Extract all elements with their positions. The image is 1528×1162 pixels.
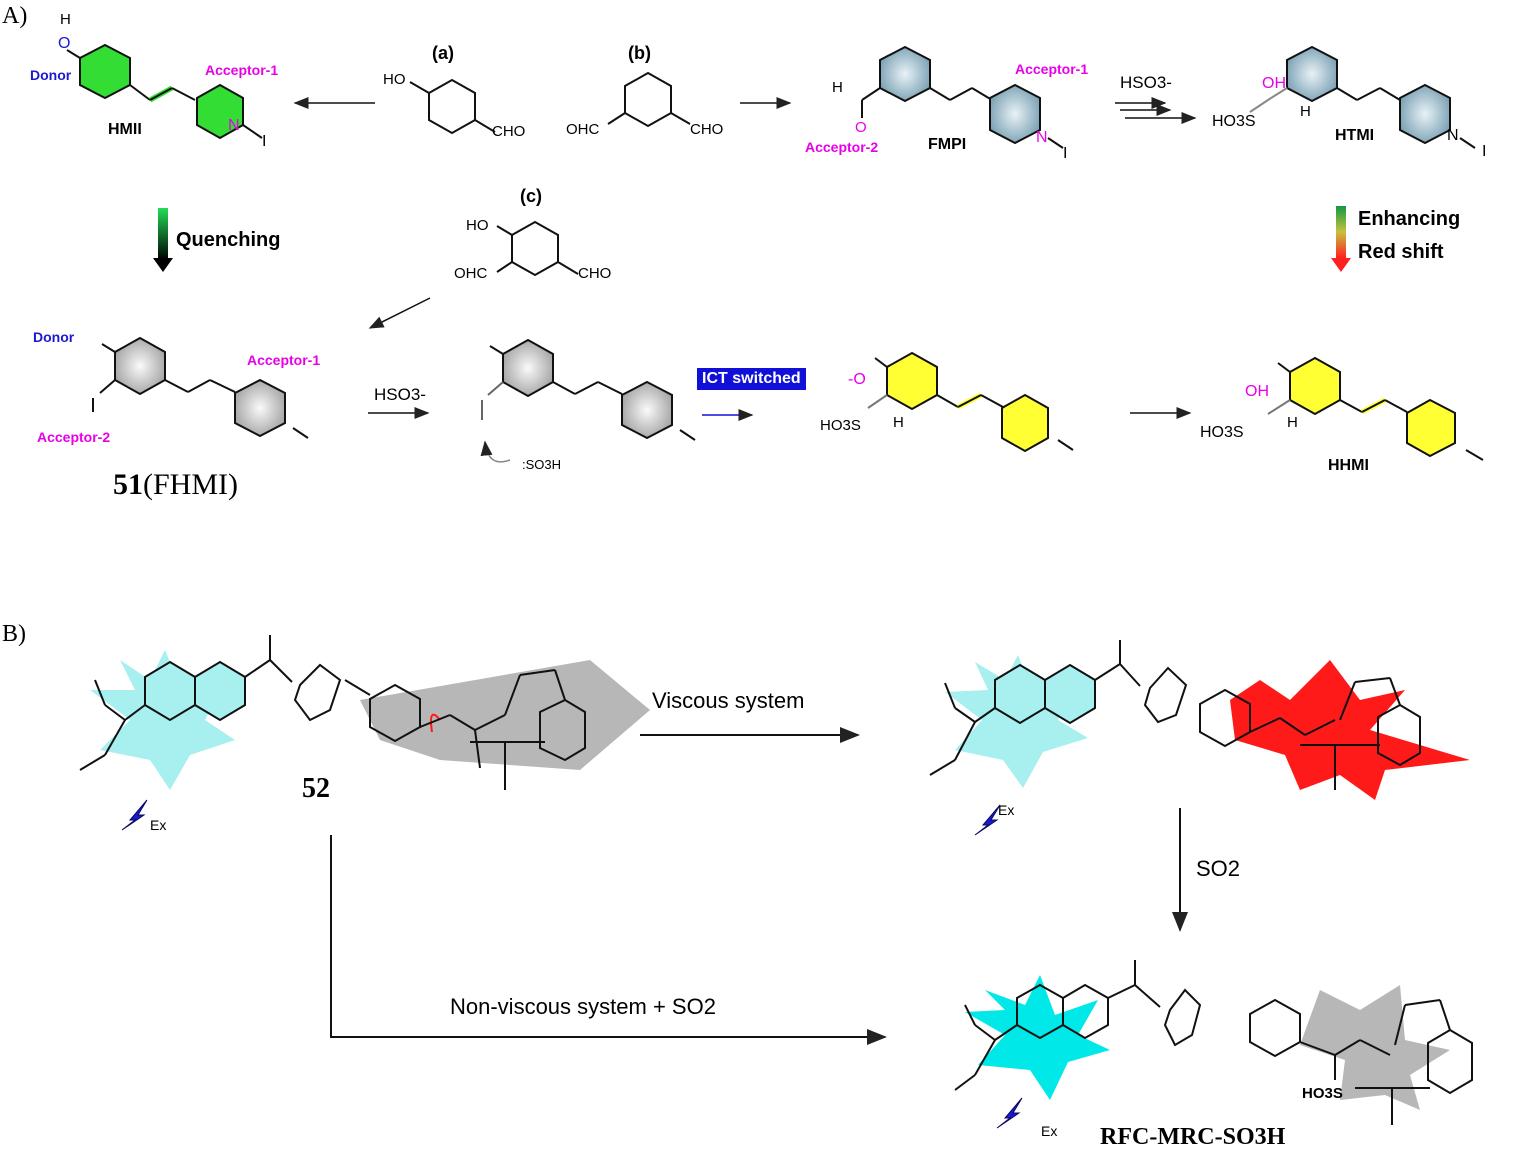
atom-h: H bbox=[1300, 103, 1311, 120]
quenching-label: Quenching bbox=[176, 229, 281, 251]
iodide: I bbox=[1482, 143, 1487, 160]
ict-switched-badge: ICT switched bbox=[697, 368, 806, 390]
arrow-nonviscous bbox=[330, 835, 887, 1045]
excitation-bolt-icon bbox=[996, 1097, 1023, 1129]
viscous-product-structure bbox=[929, 640, 1470, 800]
atom-n-plus: N bbox=[1447, 127, 1459, 144]
viscous-label: Viscous system bbox=[652, 688, 805, 713]
atom-o: O bbox=[58, 35, 71, 52]
nonviscous-label: Non-viscous system + SO2 bbox=[450, 994, 716, 1019]
arrow-c-to-fhmi bbox=[368, 297, 431, 329]
substituent: HO bbox=[466, 217, 489, 234]
compound-name-fmpi: FMPI bbox=[928, 136, 967, 153]
substituent: CHO bbox=[690, 121, 724, 138]
reagent-hso3: HSO3- bbox=[374, 385, 426, 404]
sulfonate-group: HO3S bbox=[1302, 1085, 1343, 1102]
compound-abbrev: (FHMI) bbox=[143, 468, 238, 501]
substituent: OHC bbox=[566, 121, 600, 138]
atom-h: H bbox=[893, 414, 904, 431]
atom-o: O bbox=[855, 119, 867, 136]
sulfonate-group: HO3S bbox=[1212, 113, 1256, 130]
atom-n-plus: N bbox=[1036, 129, 1048, 146]
substituent: CHO bbox=[492, 123, 526, 140]
compound-name-htmi: HTMI bbox=[1335, 127, 1375, 144]
compound-name-hhmi: HHMI bbox=[1328, 457, 1369, 474]
acceptor-2-label: Acceptor-2 bbox=[805, 139, 879, 155]
so2-label: SO2 bbox=[1196, 856, 1241, 881]
hhmi-structure bbox=[1267, 356, 1484, 461]
atom-oh: OH bbox=[1262, 75, 1286, 92]
sulfonate-group: HO3S bbox=[1200, 424, 1244, 441]
excitation-bolt-icon bbox=[974, 804, 1001, 836]
reagent-a-label: (a) bbox=[432, 43, 454, 63]
sulfonate-group: HO3S bbox=[820, 417, 861, 434]
atom-o-minus: -O bbox=[848, 371, 866, 388]
intermediate-structure bbox=[480, 338, 696, 463]
nucleophile-label: :SO3H bbox=[522, 457, 562, 472]
acceptor-1-label: Acceptor-1 bbox=[1015, 61, 1089, 77]
reagent-a-structure bbox=[409, 78, 496, 135]
atom-h: H bbox=[832, 79, 843, 96]
excitation-label: Ex bbox=[150, 817, 167, 833]
probe-52-structure bbox=[79, 635, 650, 790]
htmi-structure bbox=[1249, 45, 1476, 149]
reagent-b-structure bbox=[607, 71, 691, 128]
reagent-c-structure bbox=[496, 220, 579, 277]
panel-label-b: B) bbox=[2, 621, 26, 647]
fmpi-structure bbox=[861, 45, 1064, 149]
reagent-hso3: HSO3- bbox=[1120, 73, 1172, 92]
reagent-b-label: (b) bbox=[628, 43, 651, 63]
product-name: RFC-MRC-SO3H bbox=[1100, 1124, 1286, 1150]
red-shift-label: Red shift bbox=[1358, 241, 1444, 263]
compound-name-hmii: HMII bbox=[108, 121, 142, 138]
reagent-c-label: (c) bbox=[520, 186, 542, 206]
adduct-structure bbox=[867, 351, 1074, 453]
excitation-label: Ex bbox=[998, 802, 1015, 818]
enhancing-label: Enhancing bbox=[1358, 208, 1461, 230]
compound-name-fhmi: 51(FHMI) bbox=[113, 470, 238, 500]
atom-oh: OH bbox=[1245, 383, 1269, 400]
product-structure bbox=[954, 960, 1473, 1125]
iodide: I bbox=[1063, 145, 1068, 162]
iodide: I bbox=[262, 133, 267, 150]
acceptor-1-label: Acceptor-1 bbox=[247, 352, 321, 368]
panel-label-a: A) bbox=[2, 3, 28, 29]
enhancing-arrow bbox=[1336, 206, 1346, 258]
substituent: CHO bbox=[578, 265, 612, 282]
probe-number-52: 52 bbox=[302, 773, 330, 804]
acceptor-2-label: Acceptor-2 bbox=[37, 429, 111, 445]
atom-h: H bbox=[60, 11, 71, 28]
atom-n-plus: N bbox=[228, 117, 240, 134]
quenching-arrow bbox=[158, 208, 168, 260]
donor-label: Donor bbox=[33, 329, 75, 345]
excitation-bolt-icon bbox=[121, 799, 148, 831]
donor-label: Donor bbox=[30, 67, 72, 83]
acceptor-1-label: Acceptor-1 bbox=[205, 62, 279, 78]
compound-number-51: 51 bbox=[113, 468, 143, 501]
hmii-structure bbox=[66, 43, 263, 140]
excitation-label: Ex bbox=[1041, 1123, 1058, 1139]
substituent: OHC bbox=[454, 265, 488, 282]
atom-h: H bbox=[1287, 414, 1298, 431]
fhmi-structure bbox=[92, 336, 309, 439]
substituent: HO bbox=[383, 71, 406, 88]
